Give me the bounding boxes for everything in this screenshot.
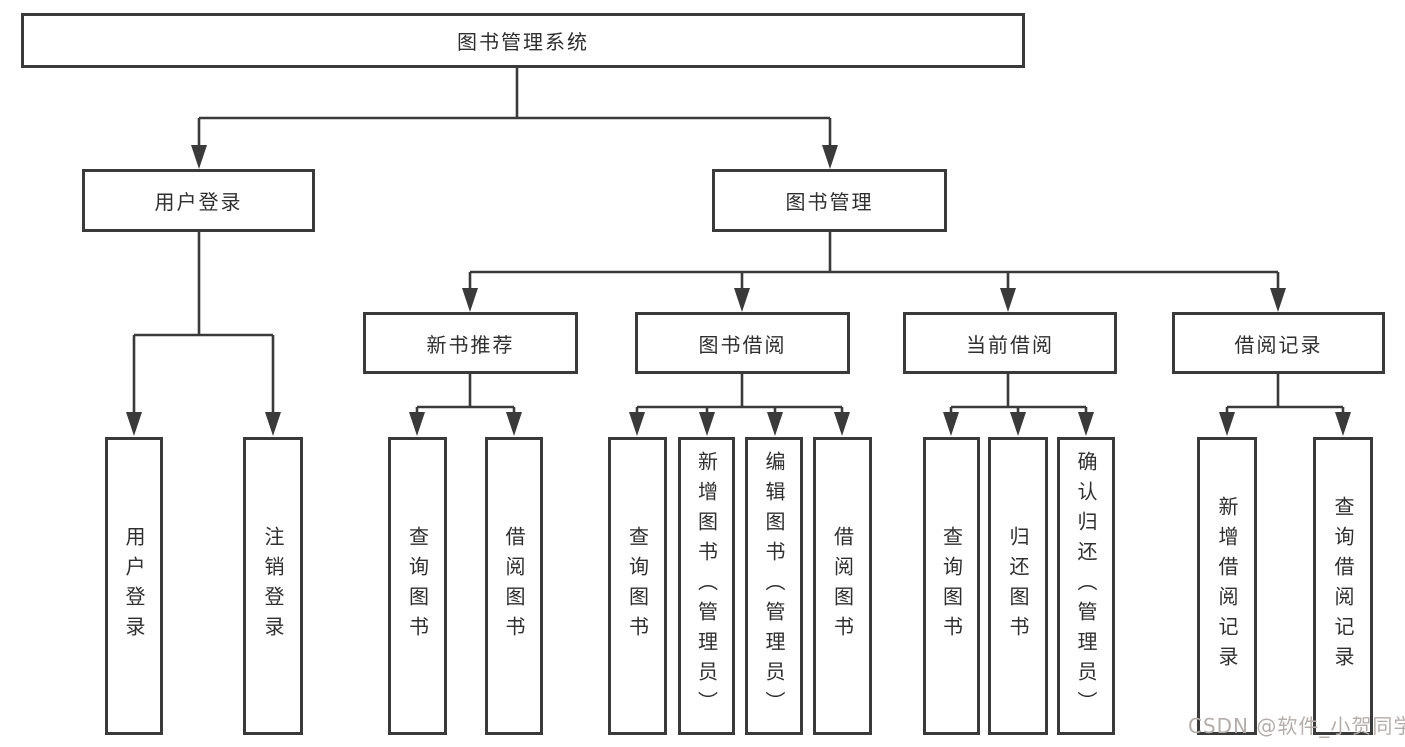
node-book-management-label: 图书管理 <box>785 190 874 214</box>
node-borrow-records-label: 借阅记录 <box>1234 332 1323 357</box>
leaf-records-query-record-label: 查询借阅记录 <box>1331 496 1355 676</box>
leaf-newbook-query-books-label: 查询图书 <box>405 526 430 646</box>
node-new-book-recommend: 新书推荐 <box>363 312 578 374</box>
leaf-current-confirm-return-admin: 确认归还（管理员） <box>1057 437 1115 735</box>
leaf-newbook-borrow-books-label: 借阅图书 <box>502 526 526 646</box>
leaf-borrow-edit-books-admin: 编辑图书（管理员） <box>745 437 803 735</box>
leaf-logout-label: 注销登录 <box>261 526 285 646</box>
leaf-borrow-add-books-admin-label: 新增图书（管理员） <box>694 451 719 721</box>
leaf-newbook-borrow-books: 借阅图书 <box>485 437 543 735</box>
node-borrow-records: 借阅记录 <box>1172 312 1385 374</box>
leaf-records-query-record: 查询借阅记录 <box>1313 437 1373 735</box>
leaf-borrow-add-books-admin: 新增图书（管理员） <box>678 437 735 735</box>
leaf-borrow-query-books-label: 查询图书 <box>625 526 650 646</box>
node-book-management: 图书管理 <box>712 169 947 232</box>
leaf-borrow-edit-books-admin-label: 编辑图书（管理员） <box>762 451 786 721</box>
connector-paths <box>132 68 1345 418</box>
node-user-login: 用户登录 <box>82 169 315 232</box>
node-root-label: 图书管理系统 <box>457 30 589 54</box>
node-book-borrow-label: 图书借阅 <box>698 332 787 357</box>
node-new-book-recommend-label: 新书推荐 <box>426 332 515 357</box>
leaf-borrow-borrow-books: 借阅图书 <box>813 437 872 735</box>
leaf-newbook-query-books: 查询图书 <box>388 437 447 735</box>
leaf-user-login-label: 用户登录 <box>122 526 146 646</box>
node-book-borrow: 图书借阅 <box>635 312 850 374</box>
leaf-current-query-books: 查询图书 <box>923 437 980 735</box>
leaf-logout: 注销登录 <box>243 437 303 735</box>
connector-arrowheads <box>126 145 1351 436</box>
leaf-current-return-books: 归还图书 <box>988 437 1048 735</box>
node-root: 图书管理系统 <box>21 13 1025 68</box>
leaf-current-confirm-return-admin-label: 确认归还（管理员） <box>1074 451 1098 721</box>
leaf-current-return-books-label: 归还图书 <box>1006 526 1030 646</box>
leaf-records-add-record: 新增借阅记录 <box>1197 437 1257 735</box>
node-current-borrow-label: 当前借阅 <box>966 332 1054 357</box>
leaf-borrow-borrow-books-label: 借阅图书 <box>830 526 855 646</box>
node-user-login-label: 用户登录 <box>154 190 243 214</box>
leaf-user-login: 用户登录 <box>105 437 163 735</box>
csdn-watermark: CSDN @软件_小贺同学 <box>1188 714 1405 738</box>
node-current-borrow: 当前借阅 <box>903 312 1117 374</box>
leaf-records-add-record-label: 新增借阅记录 <box>1215 496 1239 676</box>
leaf-current-query-books-label: 查询图书 <box>939 526 964 646</box>
leaf-borrow-query-books: 查询图书 <box>608 437 667 735</box>
